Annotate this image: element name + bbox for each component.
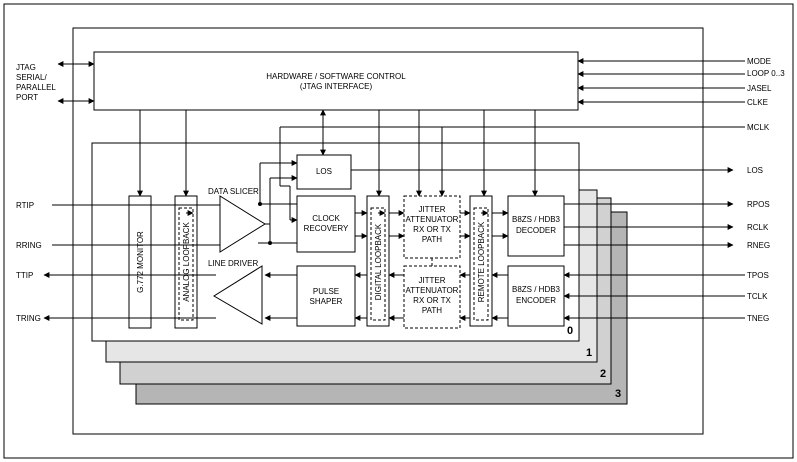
- svg-text:PARALLEL: PARALLEL: [16, 83, 56, 92]
- svg-text:JITTER: JITTER: [418, 205, 445, 214]
- line-driver-amplifier: [213, 265, 263, 325]
- tclk-pin-label: TCLK: [747, 292, 768, 301]
- analog-loopback-label: ANALOG LOOPBACK: [182, 222, 191, 302]
- rclk-pin-label: RCLK: [747, 223, 769, 232]
- rtip-pin-label: RTIP: [16, 201, 34, 210]
- los-block: [296, 154, 352, 190]
- mode-pin-label: MODE: [747, 57, 771, 66]
- line-driver-label: LINE DRIVER: [208, 259, 258, 268]
- clke-pin-label: CLKE: [747, 98, 768, 107]
- svg-text:SHAPER: SHAPER: [310, 297, 343, 306]
- tpos-pin-label: TPOS: [747, 271, 769, 280]
- svg-text:ENCODER: ENCODER: [516, 296, 556, 305]
- jitter-attenuator-rx: [403, 195, 461, 259]
- rneg-pin-label: RNEG: [747, 241, 770, 250]
- jitter-attenuator-tx-label: JITTER ATTENUATOR RX OR TX PATH: [406, 276, 459, 315]
- svg-text:SERIAL/: SERIAL/: [16, 73, 47, 82]
- channel-2-label: 2: [600, 368, 606, 380]
- svg-text:ATTENUATOR: ATTENUATOR: [406, 215, 459, 224]
- digital-loopback-block: [366, 195, 390, 327]
- chip-outline: [72, 27, 704, 435]
- svg-text:PATH: PATH: [422, 235, 442, 244]
- clock-recovery-block: [296, 195, 356, 253]
- svg-text:B8ZS / HDB3: B8ZS / HDB3: [512, 285, 561, 294]
- jtag-pin-label: JTAG SERIAL/ PARALLEL PORT: [16, 63, 56, 102]
- svg-text:RX OR TX: RX OR TX: [413, 225, 451, 234]
- decoder-label: B8ZS / HDB3 DECODER: [512, 215, 561, 235]
- control-block: [93, 51, 579, 111]
- jitter-attenuator-tx: [403, 265, 461, 329]
- jasel-pin-label: JASEL: [747, 84, 772, 93]
- svg-text:DECODER: DECODER: [516, 226, 556, 235]
- analog-loopback-block: [174, 195, 198, 329]
- tring-pin-label: TRING: [16, 314, 41, 323]
- rring-pin-label: RRING: [16, 241, 42, 250]
- svg-text:PULSE: PULSE: [313, 287, 339, 296]
- loop-pin-label: LOOP 0..3: [747, 69, 785, 78]
- ttip-pin-label: TTIP: [16, 271, 33, 280]
- g772-monitor-block: [128, 195, 152, 329]
- svg-text:PATH: PATH: [422, 306, 442, 315]
- jitter-attenuator-rx-label: JITTER ATTENUATOR RX OR TX PATH: [406, 205, 459, 244]
- remote-loopback-label: REMOTE LOOPBACK: [477, 221, 486, 302]
- junction-2: [268, 241, 272, 245]
- digital-loopback-path: [370, 207, 386, 321]
- los-block-label: LOS: [316, 167, 332, 176]
- remote-loopback-block: [469, 195, 493, 327]
- pulse-shaper-block: [296, 265, 356, 327]
- tneg-pin-label: TNEG: [747, 314, 769, 323]
- channel-1-label: 1: [586, 347, 592, 359]
- analog-loopback-path: [178, 207, 194, 321]
- encoder-label: B8ZS / HDB3 ENCODER: [512, 285, 561, 305]
- pulse-shaper-label: PULSE SHAPER: [310, 287, 343, 306]
- g772-monitor-label: G.772 MONITOR: [136, 231, 145, 293]
- svg-text:JTAG: JTAG: [16, 63, 36, 72]
- data-slicer-amplifier: [219, 195, 266, 253]
- channel-3-label: 3: [615, 388, 621, 400]
- svg-text:ATTENUATOR: ATTENUATOR: [406, 286, 459, 295]
- remote-loopback-path: [473, 207, 489, 321]
- control-title: HARDWARE / SOFTWARE CONTROL: [266, 72, 406, 81]
- svg-text:PORT: PORT: [16, 93, 38, 102]
- decoder-block: [507, 195, 565, 257]
- svg-text:B8ZS / HDB3: B8ZS / HDB3: [512, 215, 561, 224]
- data-slicer-label: DATA SLICER: [208, 187, 259, 196]
- rpos-pin-label: RPOS: [747, 200, 770, 209]
- svg-text:CLOCK: CLOCK: [312, 214, 340, 223]
- clock-recovery-label: CLOCK RECOVERY: [304, 214, 349, 233]
- svg-text:RECOVERY: RECOVERY: [304, 224, 349, 233]
- channel-0-label: 0: [567, 325, 573, 337]
- image-border: [3, 3, 794, 459]
- mclk-pin-label: MCLK: [747, 123, 770, 132]
- svg-text:RX OR TX: RX OR TX: [413, 296, 451, 305]
- svg-text:JITTER: JITTER: [418, 276, 445, 285]
- los-pin-label: LOS: [747, 166, 763, 175]
- junction-1: [258, 202, 262, 206]
- digital-loopback-label: DIGITAL LOOPBACK: [374, 223, 383, 300]
- control-subtitle: (JTAG INTERFACE): [300, 82, 373, 91]
